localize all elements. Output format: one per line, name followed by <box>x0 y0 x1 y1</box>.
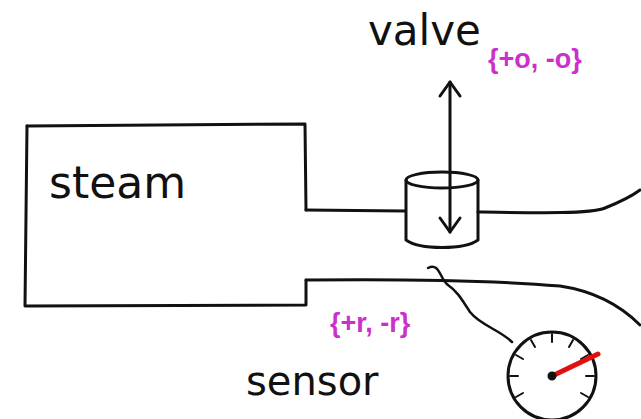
sensor-wire <box>428 267 512 342</box>
steam-chest: steam <box>27 127 305 305</box>
pipe-wall <box>478 190 640 213</box>
node-text: steam <box>49 157 186 208</box>
gauge-pivot <box>549 373 555 379</box>
valve-arrow <box>449 82 452 232</box>
valve-body <box>406 172 478 188</box>
gauge-needle <box>552 354 598 376</box>
sensor-gauge <box>508 332 596 419</box>
part-name: valve <box>368 6 481 55</box>
valve-arrow <box>440 218 460 232</box>
signal-set: {+r, -r} <box>330 308 410 339</box>
valve-arrow <box>440 82 460 96</box>
chest-outline <box>25 126 306 306</box>
chest-outline <box>27 124 306 210</box>
signal-set: {+o, -o} <box>488 44 582 75</box>
valve-body <box>406 180 478 248</box>
pipe-wall <box>306 210 405 211</box>
part-name: sensor <box>246 358 379 404</box>
gauge-ticks <box>510 334 594 397</box>
